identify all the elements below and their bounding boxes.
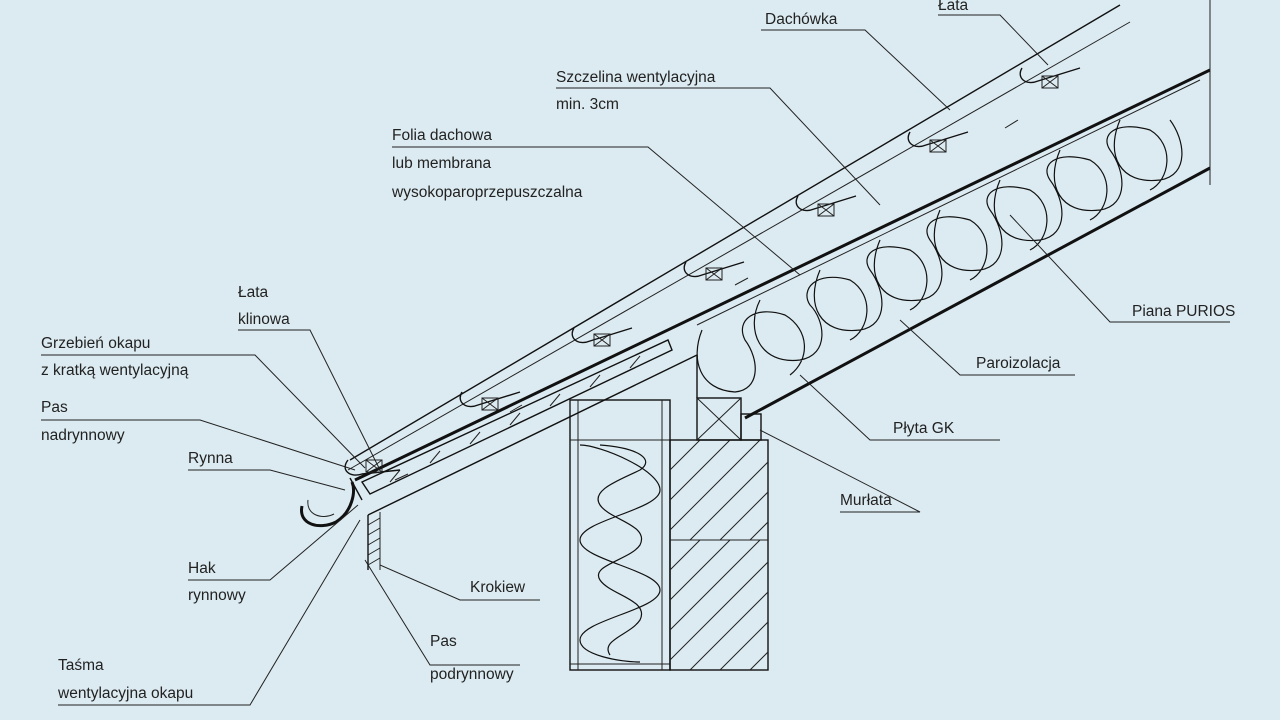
label-plyta: Płyta GK <box>893 420 955 437</box>
label-grzebien-line1: Grzebień okapu <box>41 335 150 352</box>
label-pas-pod-line2: podrynnowy <box>430 666 514 683</box>
label-szczelina-line1: Szczelina wentylacyjna <box>556 69 716 86</box>
label-lata-klinowa-line1: Łata <box>238 284 269 301</box>
wedge-batten <box>360 339 673 495</box>
roof-tiles <box>344 0 1211 481</box>
label-pas-pod-line1: Pas <box>430 633 457 650</box>
label-pas-nad-line1: Pas <box>41 399 68 416</box>
label-hak-line2: rynnowy <box>188 587 246 604</box>
label-paroizolacja: Paroizolacja <box>976 355 1061 372</box>
wall-insulation <box>579 444 661 663</box>
label-grzebien-line2: z kratką wentylacyjną <box>41 362 189 379</box>
label-krokiew: Krokiew <box>470 579 526 596</box>
label-pas-nad-line2: nadrynnowy <box>41 427 125 444</box>
label-tasma-line1: Taśma <box>58 657 104 674</box>
roof-insulation <box>696 79 1201 393</box>
label-dachowka: Dachówka <box>765 11 838 28</box>
label-folia-line2: lub membrana <box>392 155 491 172</box>
label-rynna: Rynna <box>188 450 233 467</box>
label-folia-line1: Folia dachowa <box>392 127 492 144</box>
label-hak-line1: Hak <box>188 560 216 577</box>
label-murlata: Murłata <box>840 492 892 509</box>
gutter <box>300 477 363 528</box>
rafter <box>354 68 1211 570</box>
label-lata-top: Łata <box>938 0 969 14</box>
wall-plate <box>669 397 769 671</box>
wall-structure <box>569 399 671 671</box>
leader-lines <box>41 14 1230 706</box>
label-szczelina-line2: min. 3cm <box>556 96 619 113</box>
label-lata-klinowa-line2: klinowa <box>238 311 290 328</box>
label-piana: Piana PURIOS <box>1132 303 1235 320</box>
label-folia-line3: wysokoparoprzepuszczalna <box>391 184 583 201</box>
label-tasma-line2: wentylacyjna okapu <box>57 685 193 702</box>
labels: Dachówka Łata Szczelina wentylacyjna min… <box>41 0 1235 702</box>
